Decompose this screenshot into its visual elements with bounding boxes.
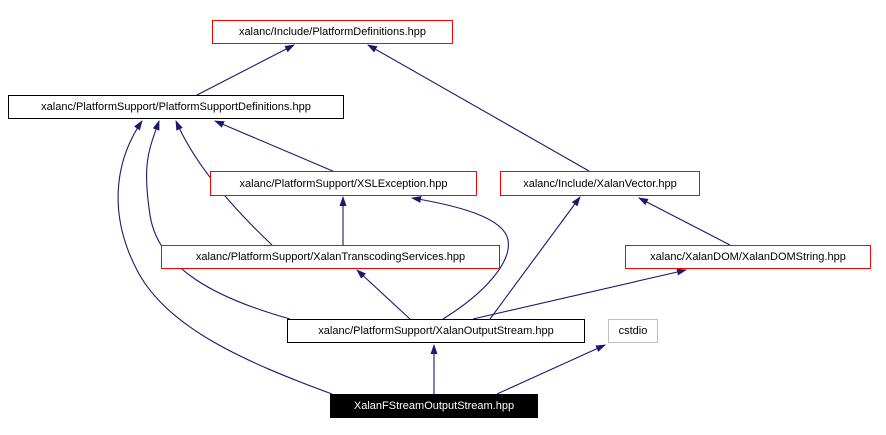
edge-xslexception-to-platformsupportdefinitions <box>214 120 336 173</box>
edge-xalanoutputstream-to-xslexception <box>411 196 509 320</box>
edge-xalanfstreamoutputstream-to-cstdio <box>496 344 606 395</box>
edge-xalanvector-to-platformdefinitions <box>367 44 590 172</box>
node-label: xalanc/Include/XalanVector.hpp <box>523 177 677 190</box>
node-label: XalanFStreamOutputStream.hpp <box>353 400 515 412</box>
node-label: xalanc/PlatformSupport/XSLException.hpp <box>239 177 448 190</box>
node-xalanvector[interactable]: xalanc/Include/XalanVector.hpp <box>500 171 700 196</box>
edge-xalanfstreamoutputstream-to-platformsupportdefinitions <box>117 120 333 395</box>
node-label: xalanc/XalanDOM/XalanDOMString.hpp <box>650 251 846 263</box>
node-xalanoutputstream[interactable]: xalanc/PlatformSupport/XalanOutputStream… <box>287 319 585 343</box>
node-label: xalanc/PlatformSupport/XalanOutputStream… <box>318 325 554 337</box>
node-xslexception[interactable]: xalanc/PlatformSupport/XSLException.hpp <box>210 171 477 196</box>
edge-xalanoutputstream-to-xalantranscodingservices <box>356 269 411 320</box>
node-label: cstdio <box>618 325 648 337</box>
node-platformdefinitions[interactable]: xalanc/Include/PlatformDefinitions.hpp <box>212 20 453 44</box>
edge-xalanoutputstream-to-xalanvector <box>489 196 581 320</box>
edge-xalandomstring-to-xalanvector <box>638 197 731 246</box>
edge-platformsupportdefinitions-to-platformdefinitions <box>196 44 295 96</box>
node-xalanfstreamoutputstream: XalanFStreamOutputStream.hpp <box>330 394 538 418</box>
node-label: xalanc/PlatformSupport/PlatformSupportDe… <box>41 101 311 113</box>
edge-xalanoutputstream-to-platformsupportdefinitions <box>145 120 291 320</box>
node-xalandomstring[interactable]: xalanc/XalanDOM/XalanDOMString.hpp <box>625 245 871 269</box>
node-cstdio: cstdio <box>608 319 658 343</box>
edge-xalanoutputstream-to-xalandomstring <box>472 268 687 320</box>
node-platformsupportdefinitions[interactable]: xalanc/PlatformSupport/PlatformSupportDe… <box>8 95 344 119</box>
node-label: xalanc/PlatformSupport/XalanTranscodingS… <box>195 251 466 263</box>
node-xalantranscodingservices[interactable]: xalanc/PlatformSupport/XalanTranscodingS… <box>161 245 500 269</box>
node-label: xalanc/Include/PlatformDefinitions.hpp <box>238 26 427 38</box>
